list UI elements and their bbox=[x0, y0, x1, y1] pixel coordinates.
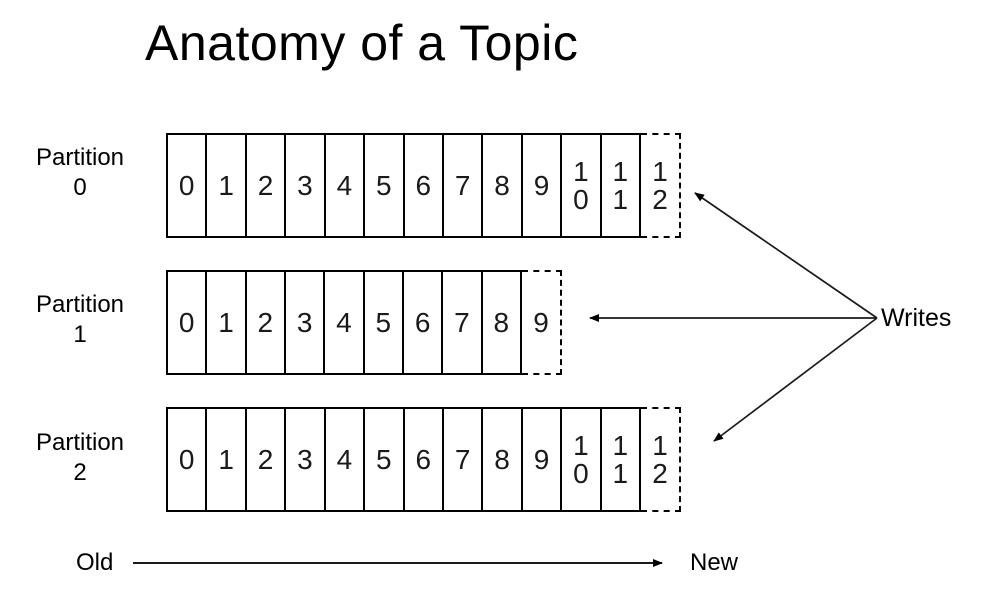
partition-2-label: Partition 2 bbox=[18, 428, 142, 488]
offset-cell: 5 bbox=[363, 135, 402, 236]
offset-label: 9 bbox=[533, 306, 549, 338]
partition-label-text: Partition bbox=[35, 291, 125, 318]
offset-cell: 8 bbox=[481, 135, 520, 236]
offset-cell: 4 bbox=[323, 409, 363, 510]
offset-cell: 3 bbox=[283, 272, 323, 373]
offset-label: 5 bbox=[376, 169, 392, 201]
offset-label: 6 bbox=[415, 443, 432, 475]
old-label: Old bbox=[76, 549, 114, 576]
offset-label: 11 bbox=[612, 156, 629, 215]
partition-2-next-offset-cell: 12 bbox=[641, 407, 681, 512]
offset-label: 8 bbox=[493, 306, 510, 338]
offset-cell: 9 bbox=[520, 409, 560, 510]
writes-label: Writes bbox=[881, 304, 952, 332]
offset-label: 8 bbox=[494, 443, 510, 475]
offset-cell: 3 bbox=[284, 409, 323, 510]
offset-label: 2 bbox=[257, 169, 274, 201]
offset-cell: 6 bbox=[401, 272, 441, 373]
partition-label-text: Partition bbox=[35, 429, 125, 456]
offset-cell: 2 bbox=[244, 409, 284, 510]
offset-cell: 11 bbox=[599, 135, 639, 236]
offset-label: 0 bbox=[178, 443, 195, 475]
writes-arrow-partition-0 bbox=[694, 192, 878, 319]
offset-label: 4 bbox=[336, 443, 353, 475]
partition-0-label: Partition 0 bbox=[18, 143, 142, 203]
offset-label: 6 bbox=[414, 306, 431, 338]
offset-cell: 1 bbox=[205, 409, 244, 510]
offset-cell: 10 bbox=[560, 409, 599, 510]
offset-label: 12 bbox=[652, 156, 668, 215]
offset-cell: 3 bbox=[284, 135, 323, 236]
diagram-title: Anatomy of a Topic bbox=[145, 15, 579, 71]
offset-label: 4 bbox=[336, 306, 352, 338]
offset-cell: 1 bbox=[205, 272, 244, 373]
offset-cell: 4 bbox=[323, 135, 363, 236]
offset-label: 10 bbox=[573, 156, 589, 215]
offset-label: 10 bbox=[573, 430, 589, 489]
partition-number: 2 bbox=[73, 459, 87, 486]
partition-1-label: Partition 1 bbox=[18, 290, 142, 350]
partition-label-text: Partition bbox=[35, 144, 125, 171]
partition-1-next-offset-cell: 9 bbox=[522, 270, 562, 375]
offset-label: 5 bbox=[376, 443, 392, 475]
offset-label: 9 bbox=[533, 443, 550, 475]
partition-number: 0 bbox=[73, 174, 87, 201]
new-label: New bbox=[690, 549, 739, 576]
offset-label: 9 bbox=[533, 169, 550, 201]
offset-label: 0 bbox=[178, 169, 195, 201]
offset-cell: 5 bbox=[362, 272, 402, 373]
offset-cell: 0 bbox=[168, 272, 205, 373]
offset-cell: 2 bbox=[244, 135, 284, 236]
writes-arrow-partition-2 bbox=[713, 317, 878, 442]
offset-cell: 10 bbox=[560, 135, 599, 236]
offset-cell: 8 bbox=[480, 272, 520, 373]
offset-label: 8 bbox=[494, 169, 510, 201]
offset-cell: 2 bbox=[244, 272, 284, 373]
offset-label: 2 bbox=[257, 306, 274, 338]
offset-cell: 11 bbox=[599, 409, 639, 510]
offset-label: 3 bbox=[296, 306, 313, 338]
offset-label: 12 bbox=[652, 430, 668, 489]
offset-cell: 7 bbox=[441, 135, 481, 236]
offset-label: 4 bbox=[336, 169, 353, 201]
partition-number: 1 bbox=[73, 321, 87, 348]
partition-0-next-offset-cell: 12 bbox=[641, 133, 681, 238]
offset-label: 7 bbox=[454, 443, 471, 475]
offset-cell: 7 bbox=[441, 409, 481, 510]
offset-label: 0 bbox=[178, 306, 195, 338]
offset-label: 1 bbox=[218, 306, 234, 338]
offset-cell: 8 bbox=[481, 409, 520, 510]
offset-cell: 4 bbox=[323, 272, 362, 373]
offset-label: 3 bbox=[297, 443, 313, 475]
offset-label: 1 bbox=[218, 169, 234, 201]
offset-label: 7 bbox=[454, 306, 470, 338]
offset-cell: 1 bbox=[205, 135, 244, 236]
offset-cell: 5 bbox=[363, 409, 402, 510]
offset-cell: 6 bbox=[402, 409, 442, 510]
offset-label: 2 bbox=[257, 443, 274, 475]
offset-cell: 0 bbox=[168, 409, 205, 510]
offset-label: 6 bbox=[415, 169, 432, 201]
offset-label: 5 bbox=[375, 306, 392, 338]
offset-label: 7 bbox=[454, 169, 471, 201]
offset-label: 1 bbox=[218, 443, 234, 475]
offset-label: 3 bbox=[297, 169, 313, 201]
offset-label: 11 bbox=[612, 430, 629, 489]
offset-cell: 6 bbox=[402, 135, 442, 236]
offset-cell: 7 bbox=[441, 272, 480, 373]
offset-cell: 0 bbox=[168, 135, 205, 236]
offset-cell: 9 bbox=[520, 135, 560, 236]
